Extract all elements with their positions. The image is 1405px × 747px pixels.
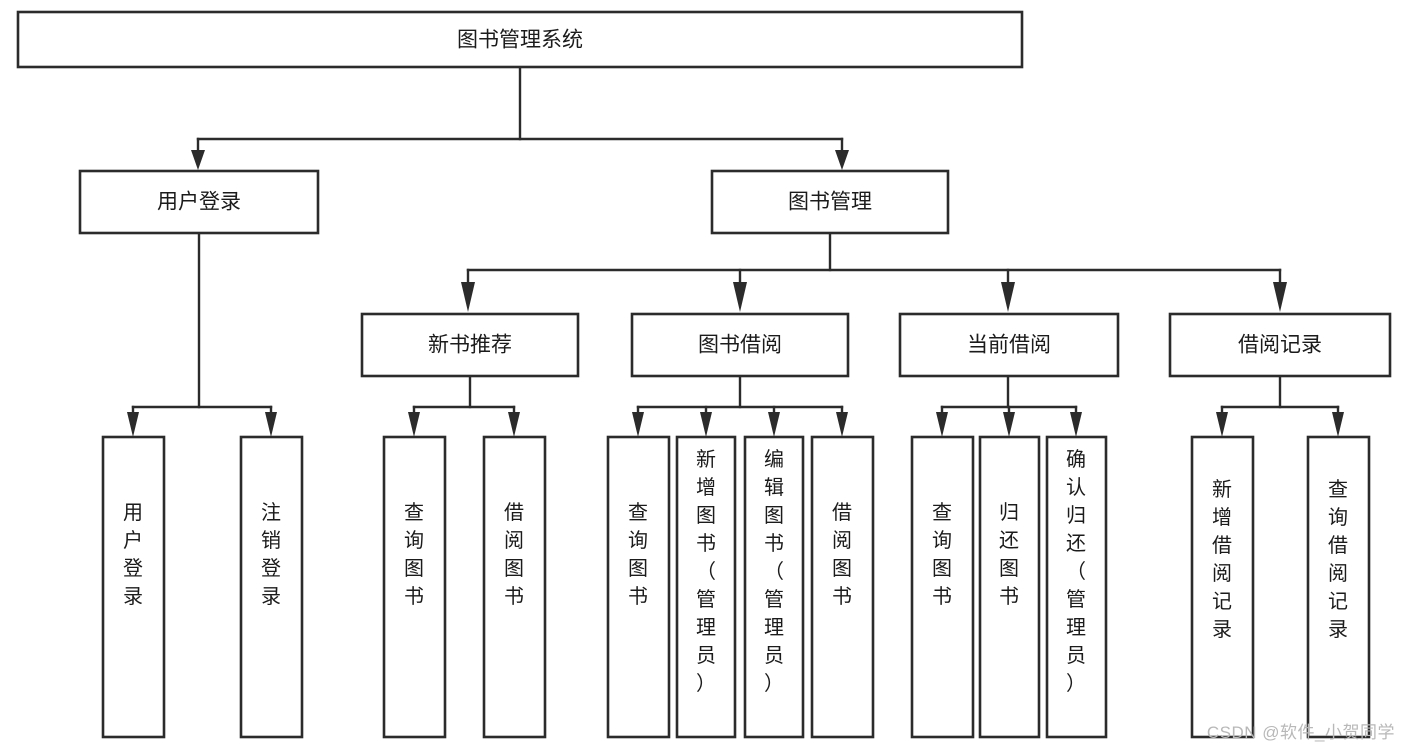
node-leaf-query-book-3-label: 查询图书 bbox=[932, 501, 952, 608]
arrow-head-icon bbox=[265, 412, 277, 437]
node-leaf-add-record[interactable]: 新增借阅记录 bbox=[1190, 435, 1255, 739]
node-leaf-query-book-1-box[interactable] bbox=[382, 435, 447, 739]
node-leaf-confirm-return-box[interactable] bbox=[1045, 435, 1108, 739]
arrow-head-icon bbox=[836, 412, 848, 437]
csdn-watermark: CSDN @软件_小贺同学 bbox=[1206, 723, 1395, 742]
node-root-box[interactable] bbox=[16, 10, 1024, 69]
arrow-head-icon bbox=[1070, 412, 1082, 437]
node-leaf-return-book-label: 归还图书 bbox=[999, 501, 1019, 608]
arrow-head-icon bbox=[768, 412, 780, 437]
arrow-head-icon bbox=[835, 150, 849, 170]
node-current-borrow[interactable]: 当前借阅 bbox=[898, 312, 1120, 378]
node-leaf-add-book-label: 新增图书（管理员） bbox=[696, 448, 716, 695]
node-book-borrow-label: 图书借阅 bbox=[698, 334, 782, 357]
node-leaf-query-record-label: 查询借阅记录 bbox=[1328, 478, 1348, 641]
node-leaf-return-book-box[interactable] bbox=[978, 435, 1041, 739]
node-borrow-record-box[interactable] bbox=[1168, 312, 1392, 378]
connector-currentborrow-to-leaves bbox=[936, 374, 1082, 437]
node-leaf-borrow-book-1-box[interactable] bbox=[482, 435, 547, 739]
node-new-book-rec-label: 新书推荐 bbox=[428, 334, 512, 357]
node-leaf-edit-book-box[interactable] bbox=[743, 435, 805, 739]
arrow-head-icon bbox=[1001, 282, 1015, 312]
arrow-head-icon bbox=[700, 412, 712, 437]
node-leaf-add-book[interactable]: 新增图书（管理员） bbox=[675, 435, 737, 739]
node-leaf-logout[interactable]: 注销登录 bbox=[239, 435, 304, 739]
connector-borrowrecord-to-leaves bbox=[1216, 374, 1344, 437]
arrow-head-icon bbox=[733, 282, 747, 312]
node-leaf-borrow-book-2-label: 借阅图书 bbox=[832, 501, 852, 608]
node-leaf-logout-label: 注销登录 bbox=[261, 501, 281, 608]
connector-bookborrow-to-leaves bbox=[632, 374, 848, 437]
arrow-head-icon bbox=[508, 412, 520, 437]
node-book-manage[interactable]: 图书管理 bbox=[710, 169, 950, 235]
node-book-manage-label: 图书管理 bbox=[788, 191, 872, 214]
node-leaf-add-record-label: 新增借阅记录 bbox=[1212, 478, 1232, 641]
node-borrow-record[interactable]: 借阅记录 bbox=[1168, 312, 1392, 378]
arrow-head-icon bbox=[1216, 412, 1228, 437]
connector-userlogin-to-leaves bbox=[127, 231, 277, 437]
node-borrow-record-label: 借阅记录 bbox=[1238, 334, 1322, 357]
node-leaf-return-book[interactable]: 归还图书 bbox=[978, 435, 1041, 739]
node-root[interactable]: 图书管理系统 bbox=[16, 10, 1024, 69]
node-root-label: 图书管理系统 bbox=[457, 29, 583, 52]
node-current-borrow-box[interactable] bbox=[898, 312, 1120, 378]
node-leaf-borrow-book-2[interactable]: 借阅图书 bbox=[810, 435, 875, 739]
node-leaf-query-book-1-label: 查询图书 bbox=[404, 501, 424, 608]
node-book-manage-box[interactable] bbox=[710, 169, 950, 235]
arrow-head-icon bbox=[127, 412, 139, 437]
node-user-login-box[interactable] bbox=[78, 169, 320, 235]
node-book-borrow-box[interactable] bbox=[630, 312, 850, 378]
node-leaf-query-record-box[interactable] bbox=[1306, 435, 1371, 739]
node-leaf-edit-book-label: 编辑图书（管理员） bbox=[764, 448, 784, 695]
node-leaf-query-book-2-box[interactable] bbox=[606, 435, 671, 739]
node-leaf-query-book-2[interactable]: 查询图书 bbox=[606, 435, 671, 739]
connector-root-to-level2 bbox=[191, 65, 849, 170]
node-user-login-label: 用户登录 bbox=[157, 191, 241, 214]
node-leaf-query-book-2-label: 查询图书 bbox=[628, 501, 648, 608]
connector-bookmanage-to-level3 bbox=[461, 231, 1287, 312]
node-leaf-logout-box[interactable] bbox=[239, 435, 304, 739]
node-leaf-query-book-3-box[interactable] bbox=[910, 435, 975, 739]
node-leaf-query-book-3[interactable]: 查询图书 bbox=[910, 435, 975, 739]
arrow-head-icon bbox=[936, 412, 948, 437]
arrow-head-icon bbox=[408, 412, 420, 437]
node-new-book-rec-box[interactable] bbox=[360, 312, 580, 378]
node-book-borrow[interactable]: 图书借阅 bbox=[630, 312, 850, 378]
node-new-book-rec[interactable]: 新书推荐 bbox=[360, 312, 580, 378]
arrow-head-icon bbox=[1003, 412, 1015, 437]
arrow-head-icon bbox=[1332, 412, 1344, 437]
node-leaf-confirm-return[interactable]: 确认归还（管理员） bbox=[1045, 435, 1108, 739]
arrow-head-icon bbox=[632, 412, 644, 437]
node-current-borrow-label: 当前借阅 bbox=[967, 334, 1051, 357]
arrow-head-icon bbox=[191, 150, 205, 170]
node-leaf-query-book-1[interactable]: 查询图书 bbox=[382, 435, 447, 739]
arrow-head-icon bbox=[461, 282, 475, 312]
node-leaf-add-book-box[interactable] bbox=[675, 435, 737, 739]
node-leaf-edit-book[interactable]: 编辑图书（管理员） bbox=[743, 435, 805, 739]
arrow-head-icon bbox=[1273, 282, 1287, 312]
node-leaf-borrow-book-1[interactable]: 借阅图书 bbox=[482, 435, 547, 739]
node-leaf-query-record[interactable]: 查询借阅记录 bbox=[1306, 435, 1371, 739]
node-leaf-borrow-book-2-box[interactable] bbox=[810, 435, 875, 739]
node-leaf-user-login-box[interactable] bbox=[101, 435, 166, 739]
node-leaf-add-record-box[interactable] bbox=[1190, 435, 1255, 739]
node-leaf-borrow-book-1-label: 借阅图书 bbox=[504, 501, 524, 608]
node-leaf-user-login[interactable]: 用户登录 bbox=[101, 435, 166, 739]
node-leaf-user-login-label: 用户登录 bbox=[123, 502, 143, 608]
connector-newbook-to-leaves bbox=[408, 374, 520, 437]
node-user-login[interactable]: 用户登录 bbox=[78, 169, 320, 235]
node-leaf-confirm-return-label: 确认归还（管理员） bbox=[1066, 448, 1086, 695]
